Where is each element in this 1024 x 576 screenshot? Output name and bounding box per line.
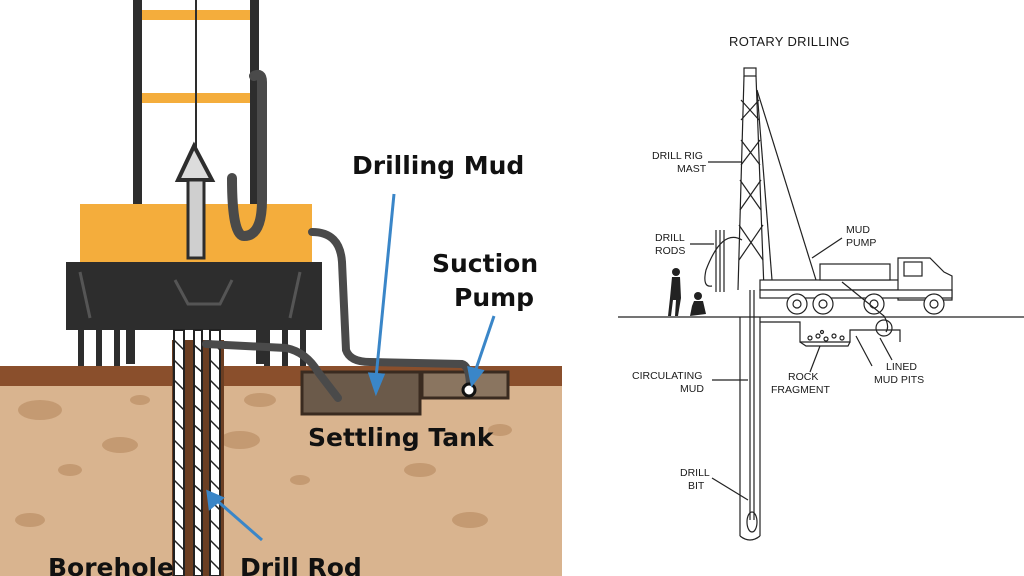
label-drill-bit-2: BIT (688, 480, 705, 492)
kelly-hose (227, 69, 267, 242)
rig-mast (737, 67, 817, 291)
label-lined: LINED (886, 361, 917, 373)
soil-ground (0, 368, 562, 576)
label-suction: Suction (432, 249, 538, 278)
right-diagram: ROTARY DRILLING (618, 34, 1024, 541)
label-rock: ROCK (788, 371, 818, 383)
label-mud-pits: MUD PITS (874, 374, 924, 386)
truck (759, 257, 953, 333)
suction-pump-intake (461, 382, 477, 398)
label-pump: Pump (454, 283, 534, 312)
label-pump: PUMP (846, 237, 876, 249)
rig-base-detail (78, 271, 302, 319)
label-drill-rod: Drill Rod (240, 553, 362, 576)
drill-rod (193, 329, 203, 576)
label-mast: MAST (677, 163, 707, 175)
mud-pits (760, 319, 901, 373)
casing-hatching (173, 339, 221, 573)
kelly (186, 178, 206, 260)
label-mud: MUD (846, 224, 870, 236)
soil-rocks (15, 393, 512, 528)
return-pipe (202, 340, 342, 402)
right-labels: DRILL RIG MAST DRILL RODS MUD PUMP CIRCU… (632, 150, 924, 492)
casing-right (209, 329, 221, 576)
label-drill-bit-1: DRILL (680, 467, 710, 479)
right-title: ROTARY DRILLING (729, 34, 850, 49)
mast-right-rail (250, 0, 259, 240)
settling-tank (300, 370, 422, 416)
left-diagram: Drilling Mud Suction Pump Settling Tank … (0, 0, 562, 576)
label-fragment: FRAGMENT (771, 384, 831, 396)
rig-base (66, 262, 322, 330)
right-borehole (739, 290, 761, 541)
label-borehole: Borehole (48, 553, 174, 576)
supply-pipe (308, 228, 474, 392)
label-drill-rig: DRILL RIG (652, 150, 703, 162)
label-drill: DRILL (655, 232, 685, 244)
rig-hose (704, 236, 743, 287)
label-settling-tank: Settling Tank (308, 423, 495, 452)
rig-post (126, 268, 135, 364)
label-rods: RODS (655, 245, 685, 257)
swivel (174, 141, 216, 182)
label-circulating-mud: MUD (680, 383, 704, 395)
label-arrows (206, 193, 496, 542)
casing-left (173, 329, 185, 576)
mast-left-rail (133, 0, 142, 240)
rig-post (256, 268, 265, 364)
leader-lines (690, 161, 843, 501)
label-drilling-mud: Drilling Mud (352, 151, 524, 180)
drill-rods-rack (715, 230, 725, 292)
workers (668, 268, 706, 316)
label-circulating: CIRCULATING (632, 370, 702, 382)
